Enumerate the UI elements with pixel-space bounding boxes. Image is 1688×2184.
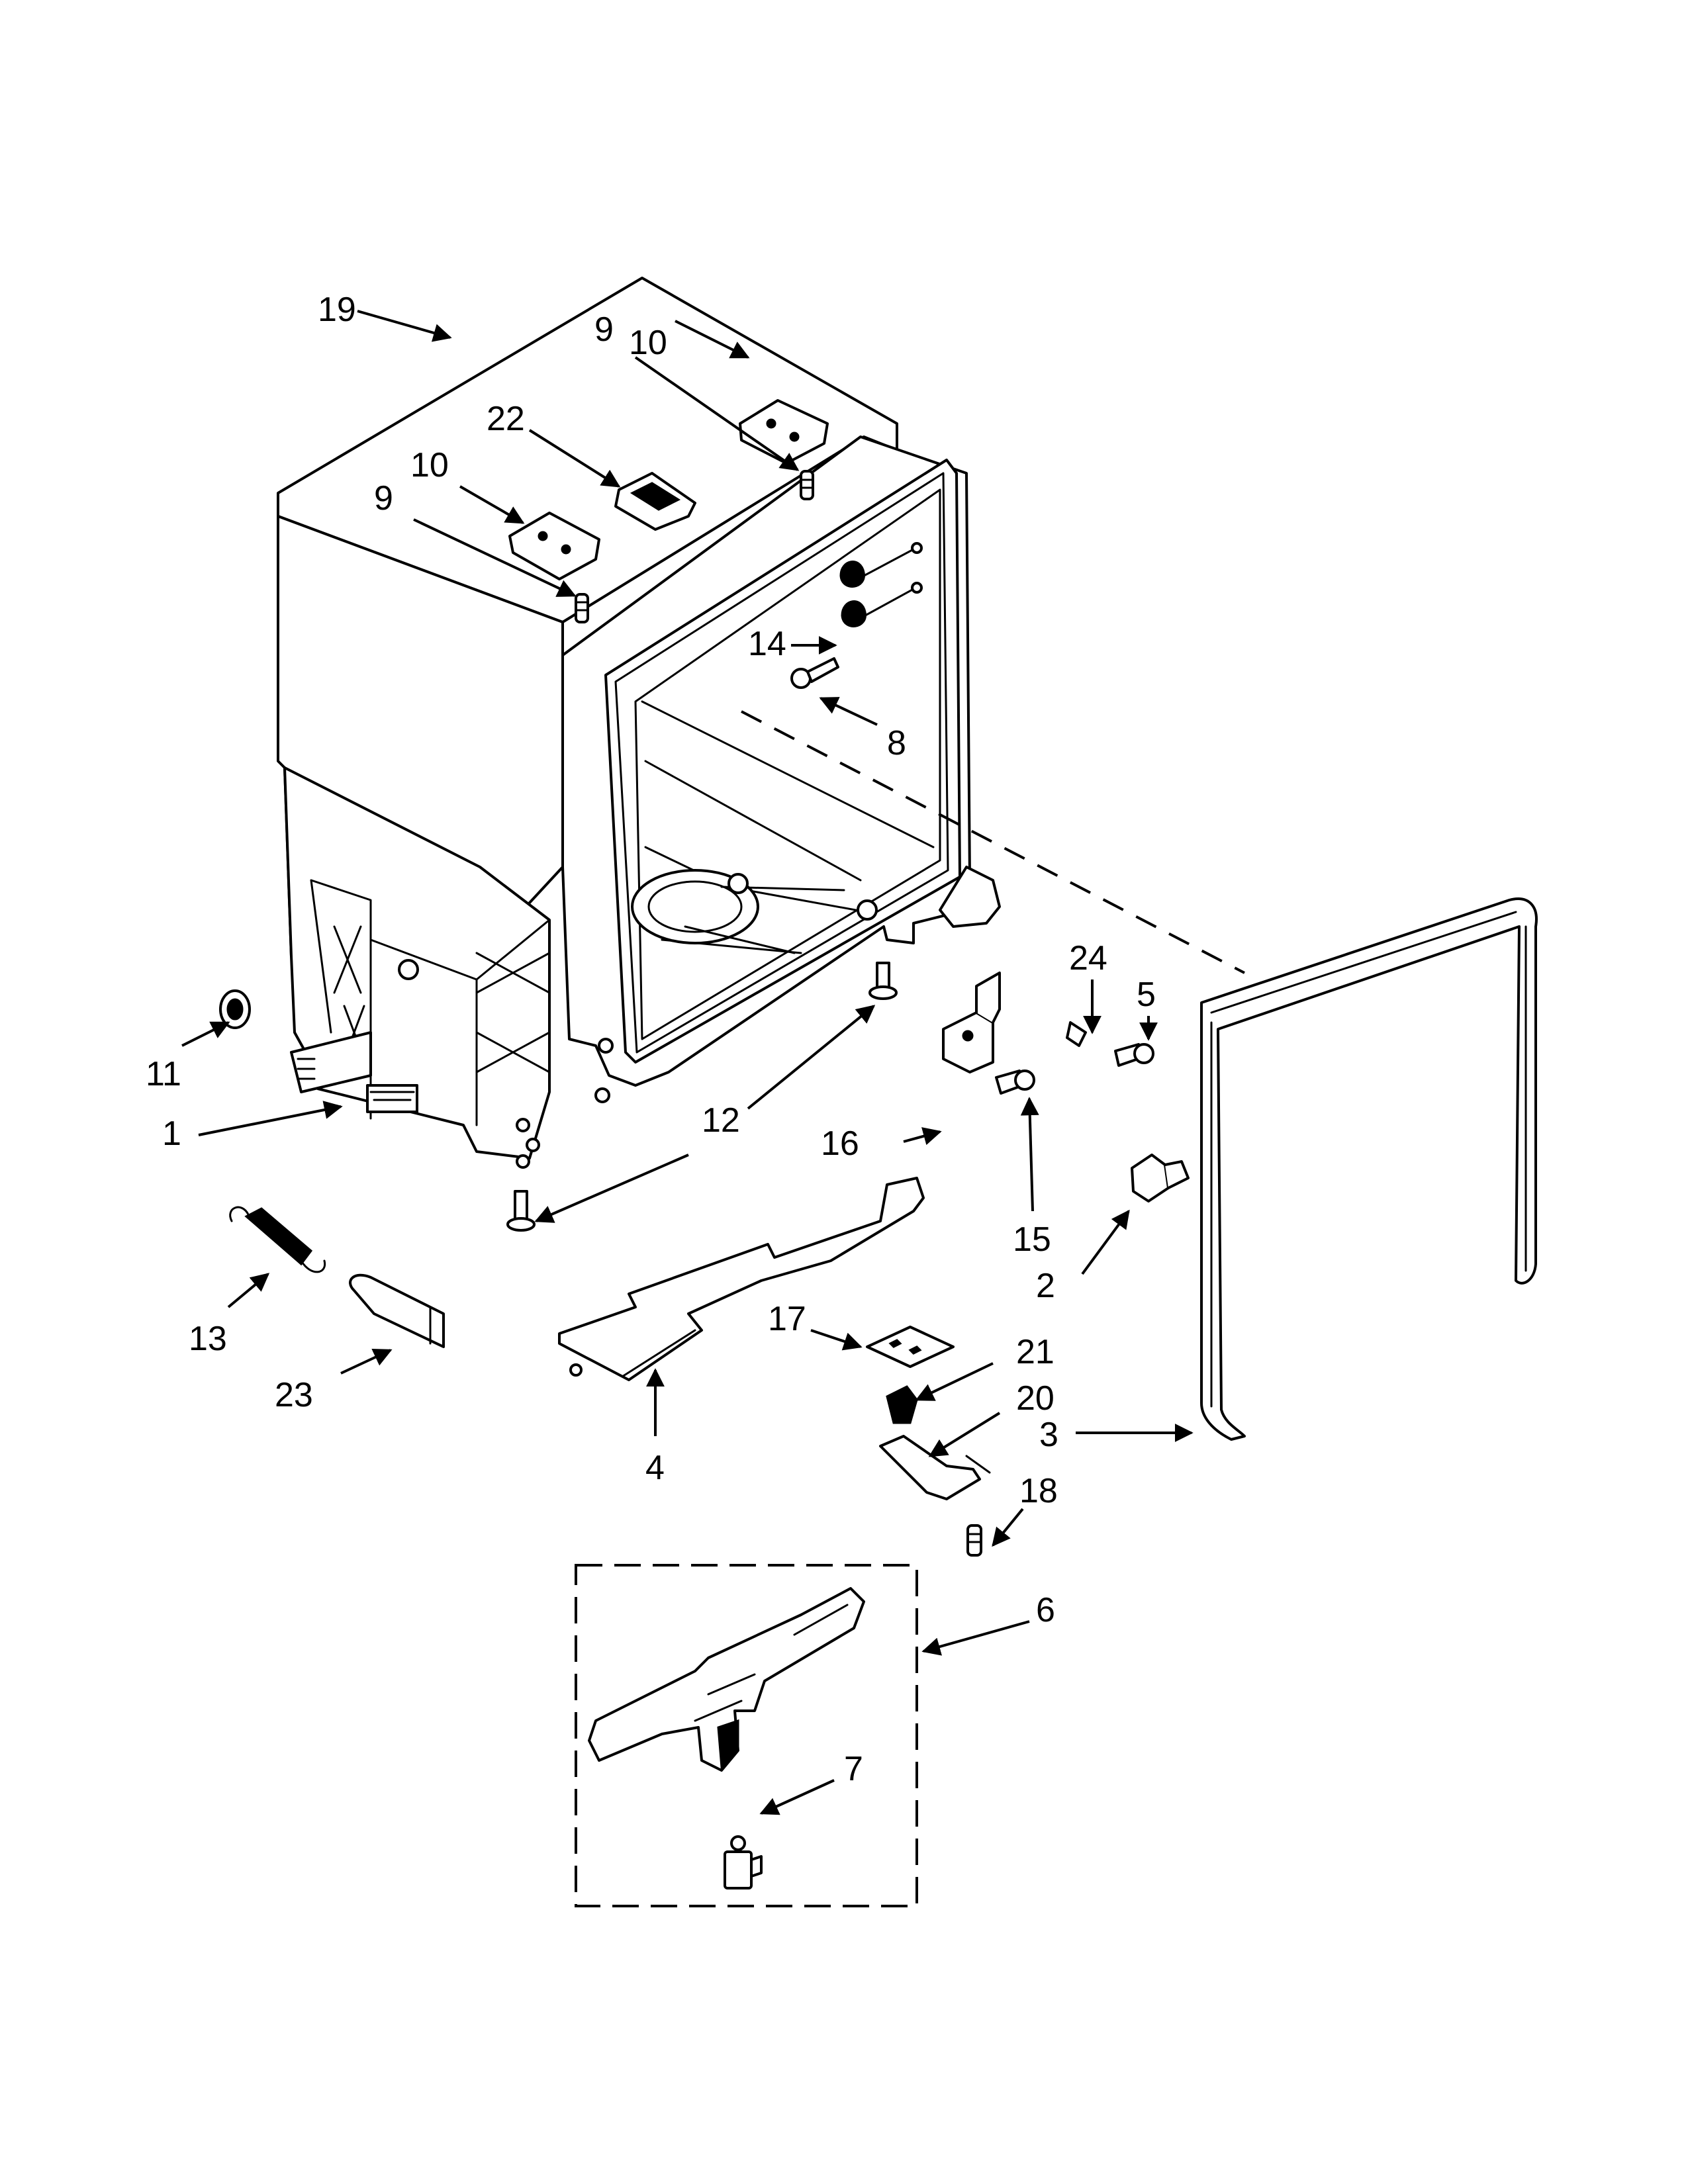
callout-23: 23: [275, 1376, 313, 1414]
callout-4: 4: [645, 1449, 665, 1487]
callout-labels: 19 10 9 22 10 9 14 8 11 1 12 24 5 16 15 …: [146, 291, 1156, 1788]
clip-24: [1066, 1021, 1087, 1047]
callout-19: 19: [318, 291, 356, 329]
screw-15: [995, 1069, 1035, 1095]
callout-15: 15: [1013, 1220, 1051, 1259]
screw-5: [1114, 1043, 1154, 1067]
grommet-11: [219, 989, 251, 1029]
callout-7: 7: [844, 1750, 863, 1788]
callout-12: 12: [702, 1101, 740, 1140]
callout-3: 3: [1039, 1416, 1058, 1454]
label-17: [866, 1326, 955, 1368]
leader-lines: [181, 310, 1194, 1815]
callout-13: 13: [189, 1320, 227, 1358]
assembly-guide-line: [741, 710, 1245, 974]
callout-22: 22: [487, 400, 525, 438]
callout-14: 14: [748, 625, 786, 663]
callout-8: 8: [887, 724, 906, 762]
plate-22: [614, 472, 696, 531]
leveling-leg-12-front: [506, 1190, 536, 1232]
callout-1: 1: [162, 1115, 181, 1153]
callout-21: 21: [1016, 1333, 1055, 1371]
plug-23: [349, 1273, 445, 1348]
callout-18: 18: [1019, 1472, 1058, 1510]
screw-9-rear: [800, 470, 814, 500]
callout-9-front: 9: [374, 479, 393, 518]
hinge-bracket-10-rear: [739, 399, 829, 465]
leveling-leg-12-rear: [868, 962, 898, 1000]
callout-17: 17: [768, 1300, 806, 1338]
callout-5: 5: [1137, 976, 1156, 1014]
tub-assembly: [277, 277, 1001, 1169]
bumpers-14: [839, 542, 923, 627]
screw-8: [790, 657, 839, 689]
screw-18: [966, 1524, 982, 1557]
part-7: [724, 1850, 753, 1889]
cover-panel-4: [558, 1177, 925, 1381]
bracket-2: [1131, 1154, 1190, 1203]
callout-6: 6: [1036, 1591, 1055, 1629]
hinge-bracket-10-front: [508, 512, 600, 580]
kit-box-6: [575, 1564, 918, 1907]
callout-11: 11: [146, 1055, 181, 1093]
callout-9-rear: 9: [594, 310, 614, 349]
bracket-16: [942, 972, 1001, 1073]
callout-2: 2: [1036, 1267, 1055, 1305]
callout-10-front: 10: [410, 446, 449, 484]
callout-24: 24: [1069, 939, 1107, 978]
callout-20: 20: [1016, 1379, 1055, 1418]
switch-bracket-20: [879, 1435, 991, 1500]
callout-10-rear: 10: [629, 324, 667, 362]
spring-13: [229, 1206, 326, 1273]
switch-21: [886, 1385, 918, 1424]
screw-9-front: [575, 593, 589, 623]
door-gasket-3: [1200, 897, 1538, 1441]
callout-16: 16: [821, 1124, 859, 1163]
terminal-block: [366, 1084, 418, 1113]
